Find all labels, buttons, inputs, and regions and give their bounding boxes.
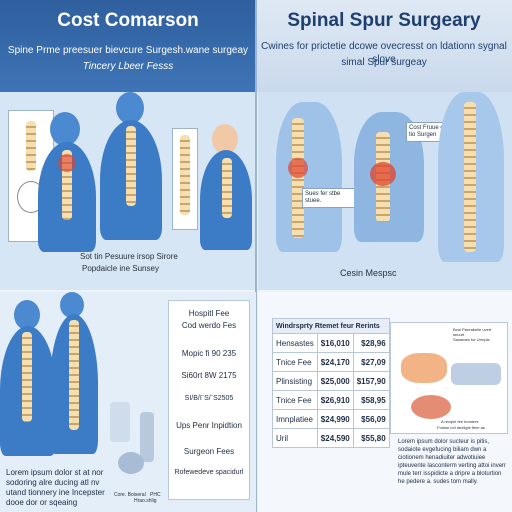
card-line-7: Surgeon Fees	[183, 447, 235, 456]
row-value-b: $27,09	[352, 352, 390, 372]
pain-spot-icon	[58, 154, 76, 172]
left-note: Lorem ipsum dolor st at nor sodoring alr…	[6, 468, 105, 507]
diagram-label-2: Sanatoes for Urmple	[453, 337, 490, 342]
patient-head-3	[14, 300, 40, 330]
diagram-label-4: Fotnse iod deeligte fiem as	[437, 425, 485, 430]
column-divider	[255, 0, 257, 512]
xray-spine-icon	[26, 121, 36, 171]
patient-spine-icon-4	[69, 320, 79, 430]
row-value-a: $24,590	[316, 428, 354, 448]
right-callout-mid: Sues fer stbe stuee.	[302, 188, 360, 208]
row-value-b: $28,96	[352, 333, 390, 353]
spine-chart	[172, 128, 198, 230]
left-subtitle: Spine Prme preesuer bievcure Surgesh.wan…	[7, 45, 249, 56]
left-scene-caption-2: Popdaicle ine Sunsey	[82, 264, 159, 273]
left-title: Cost Comarson	[57, 10, 199, 31]
table-row: Plinsisting$25,000$157,90	[272, 371, 390, 391]
diagram-label-3: A reciple fee bomiers	[441, 419, 479, 424]
right-subtitle-2: simal Spur surgeay	[341, 57, 427, 68]
spur-highlight-icon	[370, 162, 396, 186]
table-row: Tnice Fee$26,910$58,95	[272, 390, 390, 410]
hospital-fee-card: Hospitl Fee Cod werdo Fes Mopic fi 90 23…	[168, 300, 250, 500]
row-value-a: $24,170	[316, 352, 354, 372]
tool-label-2: Hrao.shlig	[134, 498, 157, 504]
row-value-a: $26,910	[316, 390, 354, 410]
right-header: Spinal Spur Surgeary Cwines for pricteti…	[256, 0, 512, 92]
surgical-instrument-icon	[451, 363, 501, 385]
right-subtitle: Cwines for prictetie dcowe ovecresst on …	[261, 41, 507, 65]
right-title: Spinal Spur Surgeary	[287, 10, 481, 31]
right-illustration: Sues fer stbe stuee. Cost Fruue cu esses…	[258, 92, 512, 290]
tool-label-1: Core. Boiseral	[114, 492, 146, 498]
spine-model-icon	[180, 135, 190, 215]
left-header: Cost Comarson Spine Prme preesuer bievcu…	[0, 0, 256, 92]
row-value-a: $16,010	[316, 333, 354, 353]
row-label: Tnice Fee	[272, 352, 318, 372]
row-value-a: $24,990	[316, 409, 354, 429]
row-value-b: $56,09	[352, 409, 390, 429]
card-line-2: Cod werdo Fes	[181, 321, 237, 330]
left-illustration: Sot tin Pesuure irsop Sirore Popdaicle i…	[0, 92, 256, 290]
surgery-diagram: Bool Pareabelle uvert seuurt Sanatoes fo…	[390, 322, 508, 434]
card-line-4: Si60rt 8W 2175	[181, 371, 237, 380]
right-scene-caption: Cesin Mespsc	[340, 268, 397, 278]
row-label: Imnplatiee	[272, 409, 318, 429]
neck-figure-left	[276, 102, 342, 252]
left-scene-caption-1: Sot tin Pesuure irsop Sirore	[80, 252, 178, 261]
table-row: Hensastes$16,010$28,96	[272, 333, 390, 353]
table-row: Imnplatiee$24,990$56,09	[272, 409, 390, 429]
left-subtitle-2: Tincery Lbeer Fesss	[82, 61, 174, 72]
hand-icon	[411, 395, 451, 419]
row-label: Uril	[272, 428, 318, 448]
row-value-b: $58,95	[352, 390, 390, 410]
spur-spot-icon	[288, 158, 308, 178]
cost-table: Windrsprty Rtemet feur Rerints Hensastes…	[272, 318, 390, 448]
screw-icon	[140, 412, 154, 462]
diagram-label-1: Bool Pareabelle uvert seuurt	[453, 327, 492, 337]
row-value-b: $55,80	[352, 428, 390, 448]
card-line-1: Hospitl Fee	[188, 309, 230, 318]
table-header: Windrsprty Rtemet feur Rerints	[272, 318, 390, 334]
row-label: Tnice Fee	[272, 390, 318, 410]
right-note: Lorem ipsum dolor sucteur is pitis, soda…	[398, 439, 507, 485]
doctor-spine-icon	[222, 158, 232, 218]
table-row: Tnice Fee$24,170$27,09	[272, 352, 390, 372]
row-label: Plinsisting	[272, 371, 318, 391]
patient-spine-icon-2	[126, 126, 136, 206]
patient-spine-icon-3	[22, 332, 32, 422]
card-line-6: Ups Penr Inpidtion	[176, 421, 242, 430]
doctor-head	[212, 124, 238, 154]
bone-graft-icon	[118, 452, 144, 474]
patient-head	[50, 112, 80, 146]
patient-spine-icon	[62, 150, 72, 220]
cervical-spine-icon	[292, 118, 304, 238]
spine-right-icon	[464, 102, 476, 252]
tool-label-3: PHC	[150, 492, 161, 498]
card-line-5: SI/B/I¨S/¨S2505	[184, 395, 234, 402]
patient-head-4	[60, 292, 84, 318]
card-line-8: Rofewedeve spacidurl	[174, 469, 244, 476]
row-value-b: $157,90	[352, 371, 390, 391]
patient-head-2	[116, 92, 144, 124]
spine-tool-diagram-icon	[401, 353, 447, 383]
card-line-3: Mopic fi 90 235	[181, 349, 237, 358]
row-label: Hensastes	[272, 333, 318, 353]
row-value-a: $25,000	[316, 371, 354, 391]
table-row: Uril$24,590$55,80	[272, 428, 390, 448]
implant-icon	[110, 402, 130, 442]
